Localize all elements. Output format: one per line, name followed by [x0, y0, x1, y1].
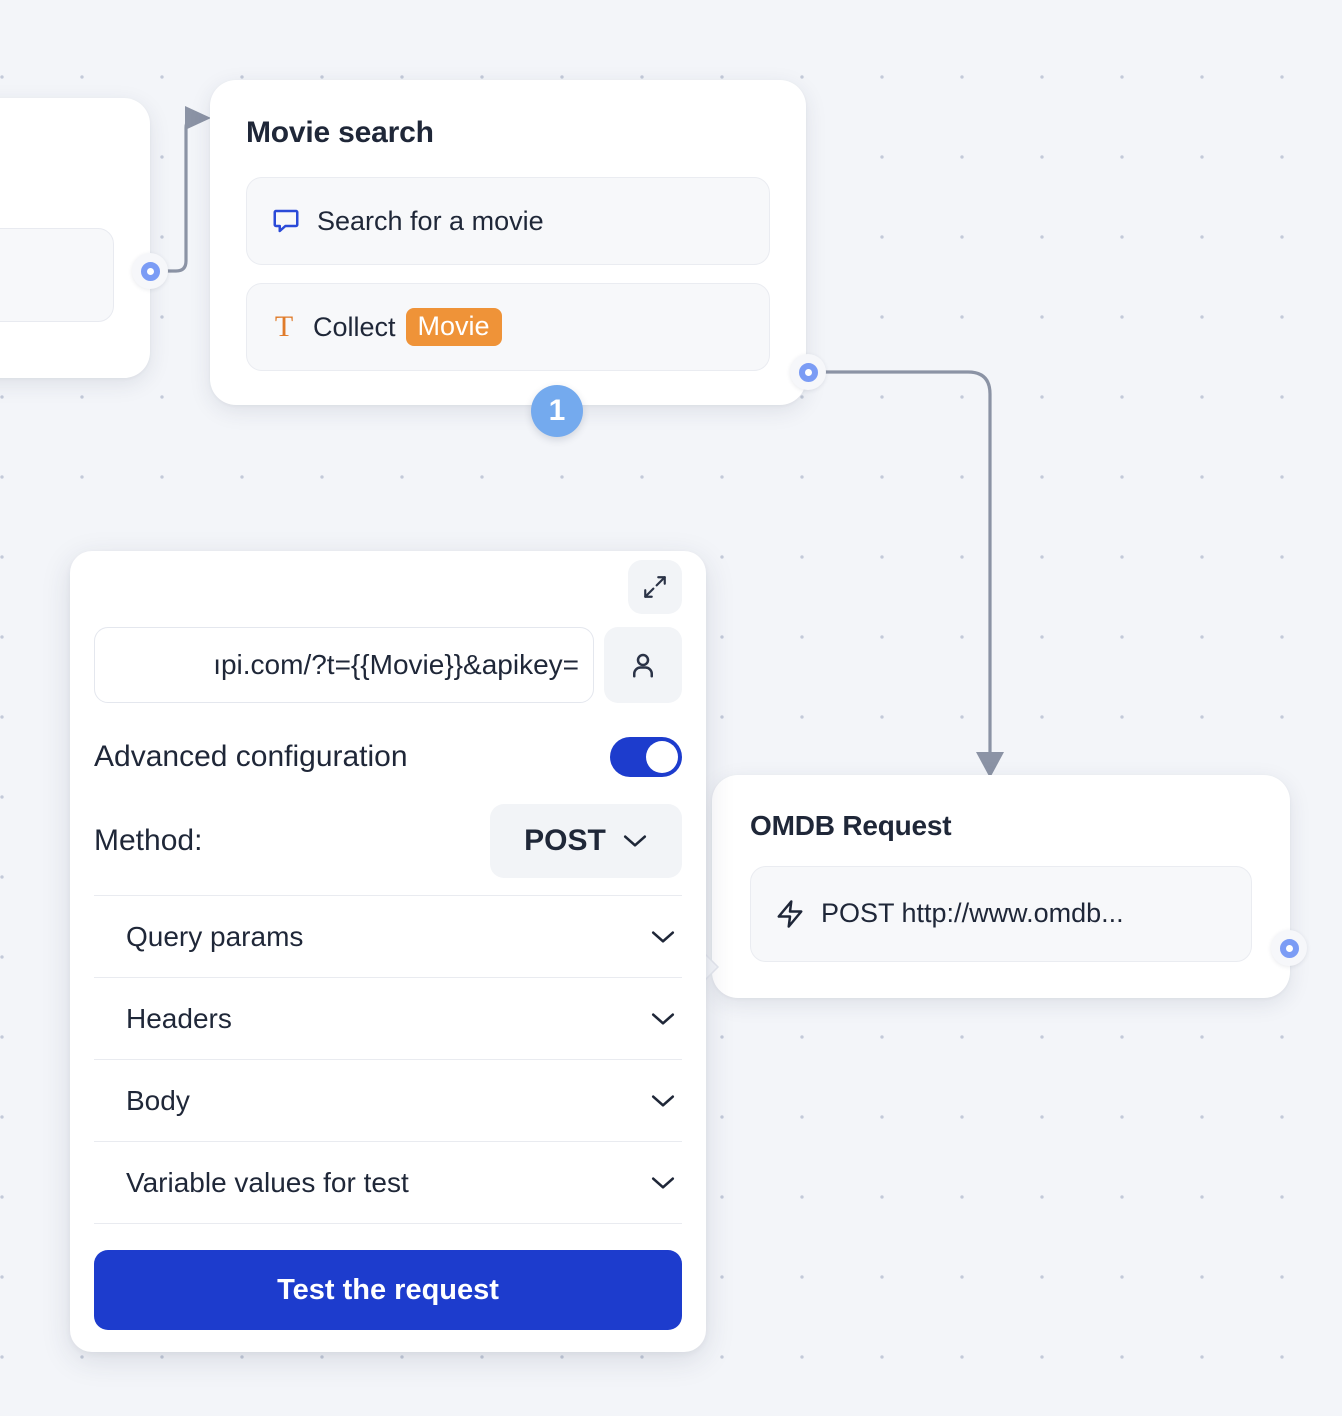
chevron-down-icon [650, 1011, 676, 1027]
chevron-down-icon [650, 929, 676, 945]
config-accordion: Query params Headers Body [94, 895, 682, 1224]
url-row: ıpi.com/?t={{Movie}}&apikey= [94, 627, 682, 703]
chevron-down-icon [650, 1175, 676, 1191]
accordion-item-query-params[interactable]: Query params [94, 896, 682, 978]
text-t-icon: T [274, 310, 294, 343]
node-row-collect-movie[interactable]: T Collect Movie [246, 283, 770, 371]
test-the-request-button[interactable]: Test the request [94, 1250, 682, 1330]
node-row-search-for-a-movie[interactable]: Search for a movie [246, 177, 770, 265]
node-row-label-post: POST http://www.omdb... [821, 898, 1124, 929]
request-url-input[interactable]: ıpi.com/?t={{Movie}}&apikey= [94, 627, 594, 703]
edge-left-to-movie [166, 116, 197, 273]
accordion-item-body[interactable]: Body [94, 1060, 682, 1142]
chevron-down-icon [650, 1093, 676, 1109]
person-icon[interactable] [604, 627, 682, 703]
request-url-value: ıpi.com/?t={{Movie}}&apikey= [213, 649, 579, 680]
connector-handle-omdb-output[interactable] [1271, 930, 1307, 966]
method-row: Method: POST [94, 793, 682, 895]
expand-diagonal-icon[interactable] [628, 560, 682, 614]
method-select[interactable]: POST [490, 804, 682, 878]
node-title-movie-search: Movie search [246, 116, 434, 149]
method-value: POST [524, 824, 606, 857]
advanced-configuration-label: Advanced configuration [94, 740, 408, 773]
accordion-label-query-params: Query params [126, 920, 304, 952]
node-card-partial[interactable] [0, 98, 150, 378]
collect-label-text: Collect [313, 311, 396, 342]
connector-handle-partial-node-output[interactable] [132, 253, 168, 289]
panel-header [70, 551, 706, 627]
chat-bubble-icon [271, 206, 301, 236]
node-card-omdb-request[interactable]: OMDB Request POST http://www.omdb... [701, 775, 1290, 998]
accordion-item-variable-values[interactable]: Variable values for test [94, 1142, 682, 1224]
node-partial-inner-row[interactable] [0, 228, 114, 322]
accordion-label-variable-values: Variable values for test [126, 1166, 409, 1198]
connector-handle-movie-search-output[interactable] [790, 354, 826, 390]
variable-chip-movie[interactable]: Movie [405, 307, 502, 347]
edge-movie-to-omdb [824, 370, 992, 760]
node-title-omdb-request: OMDB Request [750, 810, 952, 841]
request-config-panel[interactable]: ıpi.com/?t={{Movie}}&apikey= Advanced co… [70, 551, 706, 1352]
step-badge-1: 1 [531, 385, 583, 437]
panel-body: ıpi.com/?t={{Movie}}&apikey= Advanced co… [70, 627, 706, 1330]
node-card-movie-search[interactable]: Movie search Search for a movie T Collec… [210, 80, 806, 405]
chevron-down-icon [622, 833, 648, 849]
edge-arrow-left-to-movie [185, 106, 211, 130]
advanced-configuration-toggle[interactable] [610, 737, 682, 777]
node-row-post-request[interactable]: POST http://www.omdb... [750, 865, 1252, 962]
zap-icon [775, 899, 805, 929]
method-label: Method: [94, 824, 203, 857]
accordion-label-body: Body [126, 1084, 190, 1116]
accordion-item-headers[interactable]: Headers [94, 978, 682, 1060]
accordion-label-headers: Headers [126, 1002, 232, 1034]
node-row-label-collect: Collect Movie [313, 307, 502, 347]
advanced-configuration-row: Advanced configuration [94, 721, 682, 793]
node-row-label-search: Search for a movie [317, 205, 544, 236]
